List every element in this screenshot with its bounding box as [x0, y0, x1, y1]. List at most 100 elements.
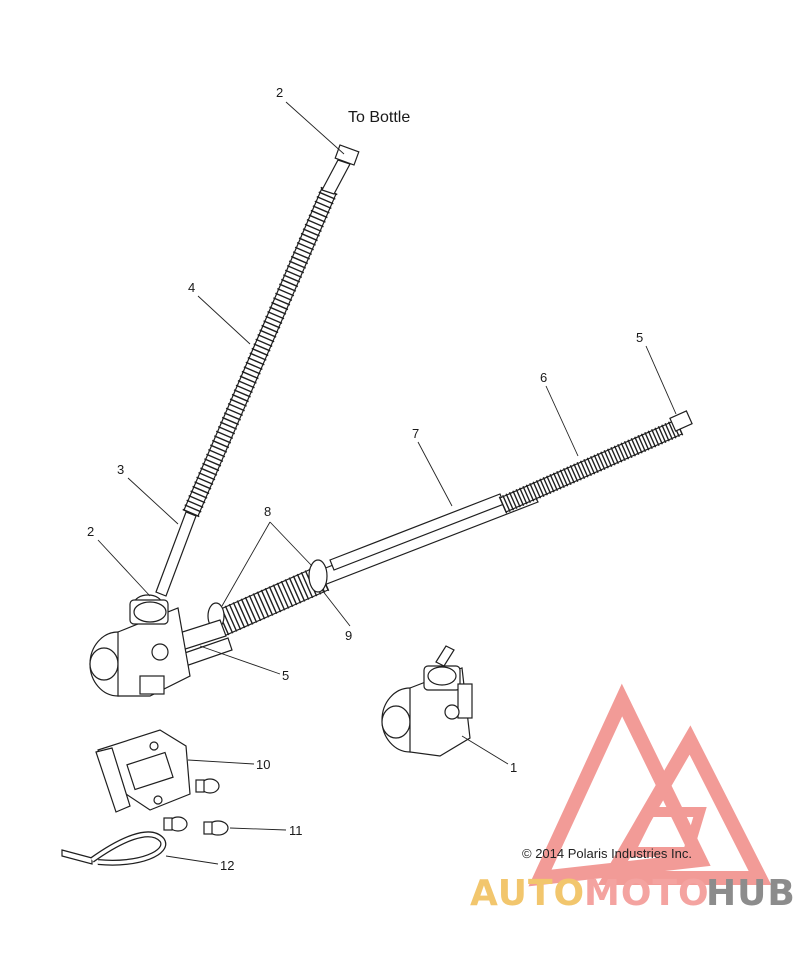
corrugation-rib	[613, 445, 623, 463]
corrugation-rib	[277, 288, 295, 297]
corrugation-rib	[273, 297, 291, 306]
corrugation-rib	[241, 370, 259, 380]
corrugation-rib	[508, 491, 518, 510]
corrugation-rib	[627, 439, 636, 457]
corrugation-rib	[644, 431, 653, 450]
corrugation-rib	[279, 283, 297, 292]
corrugation-rib	[261, 324, 279, 334]
corrugation-rib	[617, 443, 626, 462]
corrugation-rib	[217, 426, 236, 435]
corrugation-rib	[610, 446, 619, 465]
corrugation-rib	[184, 504, 202, 513]
corrugation-rib	[630, 437, 640, 456]
corrugation-rib	[586, 457, 596, 475]
corrugation-rib	[252, 593, 266, 620]
watermark-word-hub: HUB	[706, 873, 796, 914]
corrugation-rib	[563, 467, 572, 486]
corrugation-rib	[318, 191, 336, 200]
corrugation-rib	[206, 453, 224, 462]
corrugation-rib	[229, 398, 247, 407]
corrugation-rib	[600, 451, 609, 469]
corrugation-rib	[640, 433, 650, 451]
corrugation-rib	[576, 461, 586, 480]
corrugation-rib	[620, 442, 630, 460]
corrugation-rib	[219, 421, 238, 430]
corrugation-rib	[290, 255, 308, 265]
corrugation-rib	[271, 301, 289, 311]
corrugation-rib	[198, 472, 216, 481]
pump-main	[89, 599, 191, 697]
corrugation-rib	[529, 482, 538, 501]
corrugation-rib	[498, 496, 508, 514]
corrugation-rib	[583, 458, 592, 477]
corrugation-rib	[200, 467, 218, 476]
corrugation-rib	[300, 232, 318, 242]
corrugation-rib	[190, 490, 208, 499]
corrugation-rib	[308, 214, 326, 223]
callout-5-mid: 5	[282, 668, 289, 683]
corrugation-rib	[233, 389, 251, 398]
corrugation-rib	[535, 479, 545, 498]
corrugation-rib	[304, 223, 322, 232]
corrugation-rib	[603, 449, 613, 468]
leader-lines	[97, 101, 677, 865]
corrugation-rib	[310, 209, 328, 219]
corrugation-rib	[269, 306, 287, 315]
corrugation-rib	[559, 469, 569, 487]
corrugation-rib	[637, 434, 647, 453]
callout-9: 9	[345, 628, 352, 643]
corrugation-rib	[237, 380, 255, 389]
screws-11	[163, 778, 229, 836]
corrugation-rib	[236, 600, 250, 627]
corrugation-rib	[569, 464, 579, 483]
corrugation-rib	[248, 594, 262, 622]
corrugation-rib	[556, 470, 565, 489]
corrugation-rib	[607, 448, 616, 466]
corrugation-rib	[657, 425, 667, 444]
callout-10: 10	[256, 757, 270, 772]
corrugation-rib	[232, 602, 246, 629]
corrugation-rib	[223, 412, 241, 421]
main-hose-assembly	[169, 410, 693, 669]
corrugation-rib	[532, 481, 542, 499]
corrugation-rib	[294, 246, 312, 255]
corrugation-rib	[280, 580, 294, 608]
callout-12: 12	[220, 858, 234, 873]
corrugation-rib	[298, 237, 316, 246]
corrugation-rib	[251, 347, 269, 357]
corrugation-rib	[552, 472, 562, 490]
corrugation-rib	[243, 366, 261, 375]
corrugation-rib	[186, 499, 204, 508]
corrugation-rib	[225, 407, 243, 416]
callout-3: 3	[117, 462, 124, 477]
corrugation-rib	[664, 422, 674, 441]
corrugation-rib	[208, 449, 226, 458]
corrugation-rib	[272, 584, 286, 611]
corrugation-rib	[284, 579, 298, 606]
corrugation-rib	[579, 460, 589, 478]
corrugation-rib	[215, 430, 234, 439]
callout-labels: 2 To Bottle 4 3 2 8 7 6 5 9 5 1 10 11 12	[87, 85, 643, 873]
corrugation-rib	[296, 242, 314, 251]
corrugation-rib	[651, 428, 660, 447]
corrugation-rib	[255, 338, 273, 347]
corrugation-rib	[260, 589, 274, 616]
corrugation-rib	[221, 416, 239, 426]
corrugation-rib	[267, 311, 285, 320]
corrugation-rib	[196, 476, 214, 485]
corrugation-rib	[661, 424, 670, 442]
fitting-5-right	[669, 410, 693, 432]
corrugation-rib	[539, 478, 548, 496]
corrugation-rib	[245, 361, 263, 370]
corrugation-rib	[546, 475, 555, 493]
callout-5-top: 5	[636, 330, 643, 345]
callout-4: 4	[188, 280, 195, 295]
corrugation-rib	[264, 587, 278, 615]
pump-1	[381, 645, 473, 757]
watermark-word-auto: AUTO	[470, 873, 585, 914]
sleeve-4-ribs	[182, 186, 338, 518]
watermark-text: AUTO MOTO HUB	[470, 873, 796, 914]
corrugation-rib	[239, 375, 257, 384]
corrugation-rib	[634, 436, 643, 454]
